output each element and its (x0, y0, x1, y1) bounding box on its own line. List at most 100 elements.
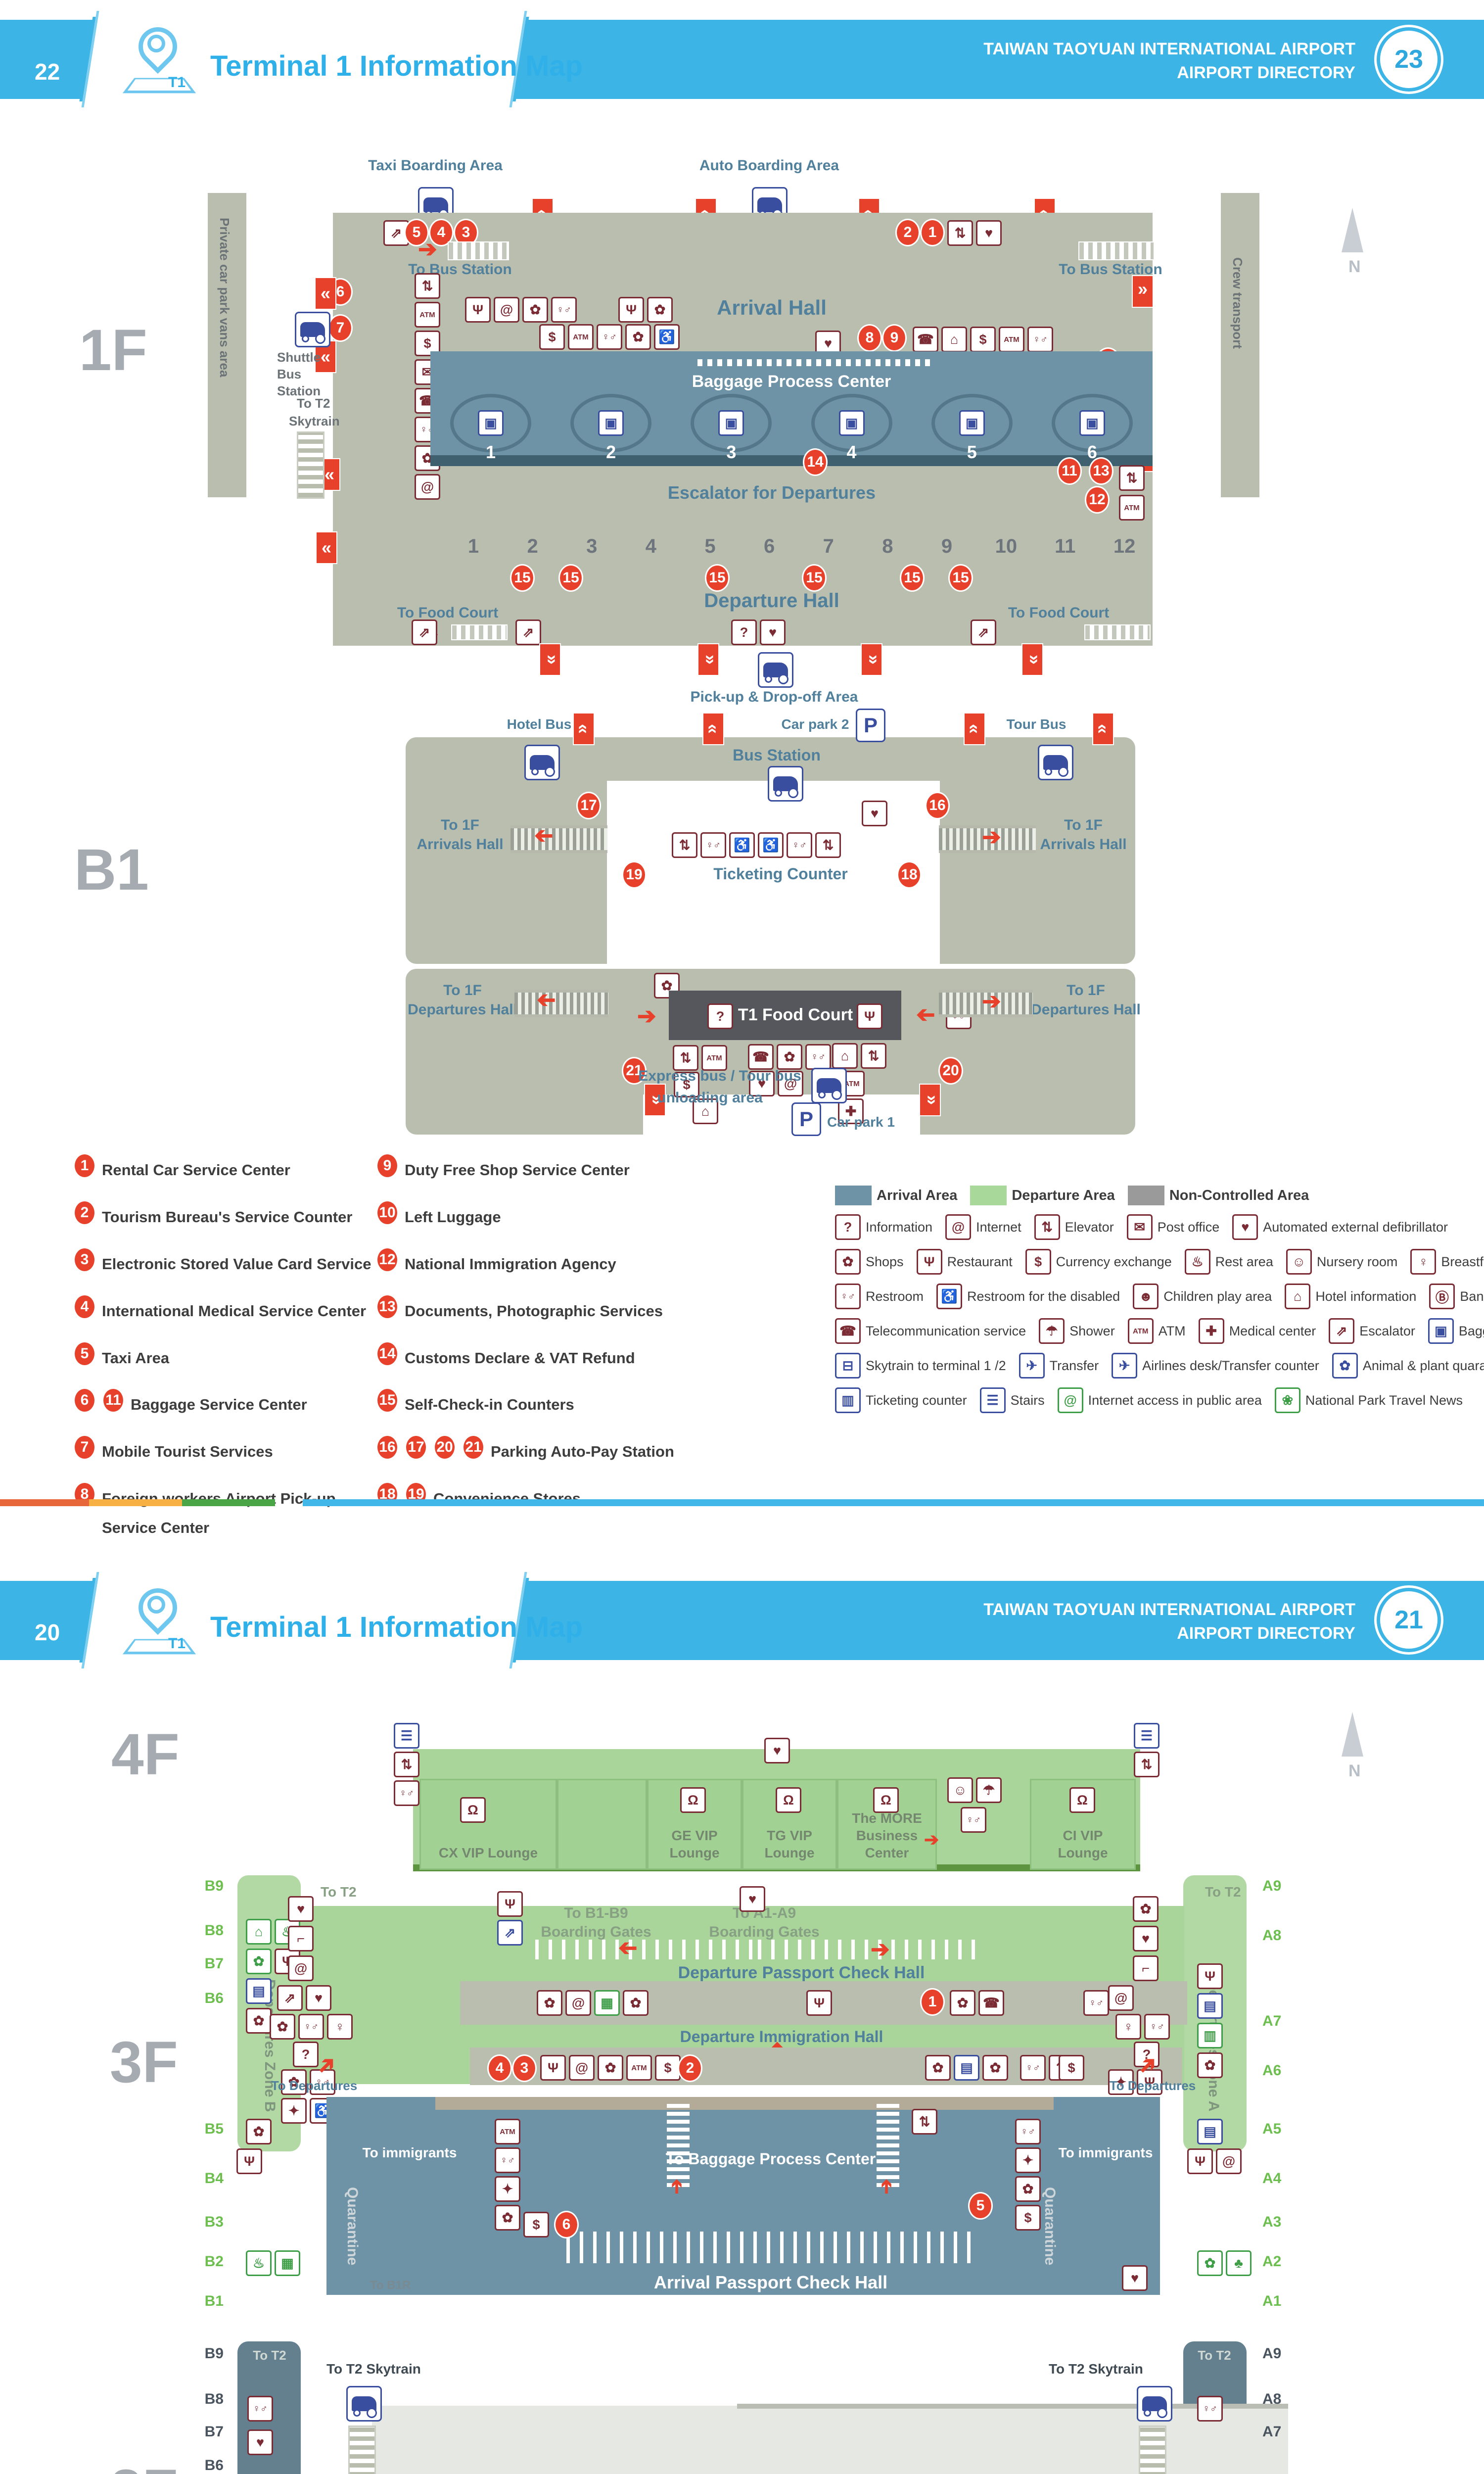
legend-icon: ▣ (1428, 1318, 1454, 1344)
car-park-1-label: Car park 1 (827, 1114, 895, 1130)
marker-18: 18 (897, 861, 922, 889)
floor-label-2f: 2F (110, 2457, 178, 2474)
icon-cluster: ⇗ (515, 619, 541, 645)
list-marker: 5 (73, 1340, 96, 1367)
legend-icon: ☂ (1039, 1318, 1065, 1344)
escalator-icon: ⇗ (971, 619, 996, 645)
icon-cluster: ♀♂ (961, 1807, 986, 1833)
escalator-white (667, 2103, 690, 2187)
bank-icon: ⌂ (693, 1098, 718, 1124)
list-marker: 2 (73, 1199, 96, 1226)
legend-item: $Currency exchange (1025, 1249, 1172, 1275)
shops-icon: ✿ (654, 973, 680, 999)
gate-label: A8 (1262, 2391, 1282, 2407)
skytrain-icon (1137, 2386, 1172, 2422)
icon-cluster: Ψ (236, 2148, 262, 2174)
bpc-dashes (697, 359, 935, 366)
baggage-carousel: ▣ 5 (931, 394, 1013, 462)
gate-label: A3 (1262, 2214, 1282, 2230)
checkin-counter-number: 9 (941, 535, 953, 557)
marker-9: 9 (882, 324, 907, 352)
information-icon: ? (293, 2042, 319, 2067)
legend-item: ❀National Park Travel News (1274, 1387, 1463, 1413)
legend-icon: ? (835, 1214, 861, 1240)
map-icon: Ψ (236, 2148, 262, 2174)
arrow-up: ➔ (666, 2179, 687, 2194)
marker-16: 16 (925, 792, 950, 819)
map-icon: ♀♂ (394, 1780, 419, 1806)
lounge-icon: Ω (776, 1787, 801, 1813)
list-marker: 15 (376, 1387, 399, 1414)
legend-label: Rest area (1215, 1254, 1273, 1269)
legend-label: Automated external defibrillator (1263, 1219, 1448, 1235)
map-icon: ✦ (1108, 2069, 1134, 2095)
list-marker: 6 (73, 1387, 96, 1414)
list-label: Left Luggage (405, 1208, 501, 1226)
map-icon: $ (539, 324, 565, 350)
icon-cluster: ⌂ (693, 1098, 718, 1124)
legend-icon: Ψ (916, 1249, 942, 1275)
legend-icon: @ (945, 1214, 972, 1240)
exit-marker: « (644, 1084, 666, 1116)
icon-cluster: ⇅ (1119, 465, 1145, 491)
map-icon: @ (569, 2055, 595, 2081)
aed-icon: ♥ (288, 1896, 314, 1922)
map-icon: ⌂ (941, 327, 967, 352)
list-label: Duty Free Shop Service Center (405, 1161, 630, 1179)
exit-marker: « (697, 643, 719, 676)
legend-icon: ✈ (1112, 1353, 1138, 1379)
icon-cluster: $ATM♀♂✿♿ (539, 324, 680, 350)
map-icon: ✿ (625, 324, 651, 350)
restroom-icon: ♀♂ (1197, 2396, 1223, 2422)
legend-label: Nursery room (1316, 1254, 1398, 1269)
legend-label: Baggage claim (1458, 1323, 1484, 1338)
legend-icon: ♀ (1410, 1249, 1437, 1275)
checkin-counter-number: 4 (645, 535, 656, 557)
private-car-park-label: Private car park vans area (217, 218, 232, 378)
map-icon: ✿ (598, 2055, 623, 2081)
icon-cluster: ▥ (1197, 2023, 1223, 2048)
marker-2: 2 (895, 219, 920, 246)
page1-directory-label: AIRPORT DIRECTORY (1177, 63, 1355, 82)
map-icon: ♣ (1226, 2250, 1252, 2276)
legend-label: Escalator (1359, 1323, 1415, 1338)
skytrain-label: Skytrain (289, 414, 340, 428)
to-immigrants-left: To immigrants (362, 2145, 457, 2160)
map-icon: ♿ (729, 832, 755, 858)
icon-cluster: ✦Ψ (1108, 2069, 1162, 2095)
arrow-right: ➔ (637, 1003, 656, 1029)
list-marker: 4 (73, 1293, 96, 1320)
icon-cluster: $ (523, 2212, 549, 2237)
icon-cluster: ☰⇅ (1134, 1723, 1159, 1777)
arrow-left: ➔ (534, 824, 554, 850)
exit-marker: « (1021, 643, 1043, 676)
baggage-process-center-area (430, 351, 1153, 461)
area-swatch (970, 1186, 1007, 1205)
list-marker: 9 (376, 1153, 399, 1179)
legend-item: ⌂Hotel information (1285, 1284, 1416, 1309)
legend-item: ♀♂Restroom (835, 1284, 924, 1309)
legend-icon: ☎ (835, 1318, 861, 1344)
map-icon: ATM (415, 302, 440, 328)
area-swatch (835, 1186, 872, 1205)
marker-12: 12 (1085, 486, 1110, 514)
map-icon: ✿ (270, 2014, 295, 2040)
admin-top-edge (737, 2404, 1288, 2409)
to-food-court-right: To Food Court (1008, 605, 1110, 621)
legend-item: ♥Automated external defibrillator (1232, 1214, 1448, 1240)
entrance-marker: « (702, 713, 724, 745)
ticketing-icons: ⇅♀♂♿♿♀♂⇅ (672, 832, 841, 858)
arrow-right: ➔ (982, 988, 1001, 1014)
icon-cluster: ✿ (1197, 2052, 1223, 2078)
aed-icon: ♥ (740, 1886, 765, 1912)
bus-station-label: Bus Station (733, 746, 821, 764)
map-icon: ♀♂ (961, 1807, 986, 1833)
map-icon: @ (778, 1071, 803, 1096)
aed-icon: ♥ (247, 2429, 273, 2455)
list-item: 10 Left Luggage (376, 1199, 674, 1232)
